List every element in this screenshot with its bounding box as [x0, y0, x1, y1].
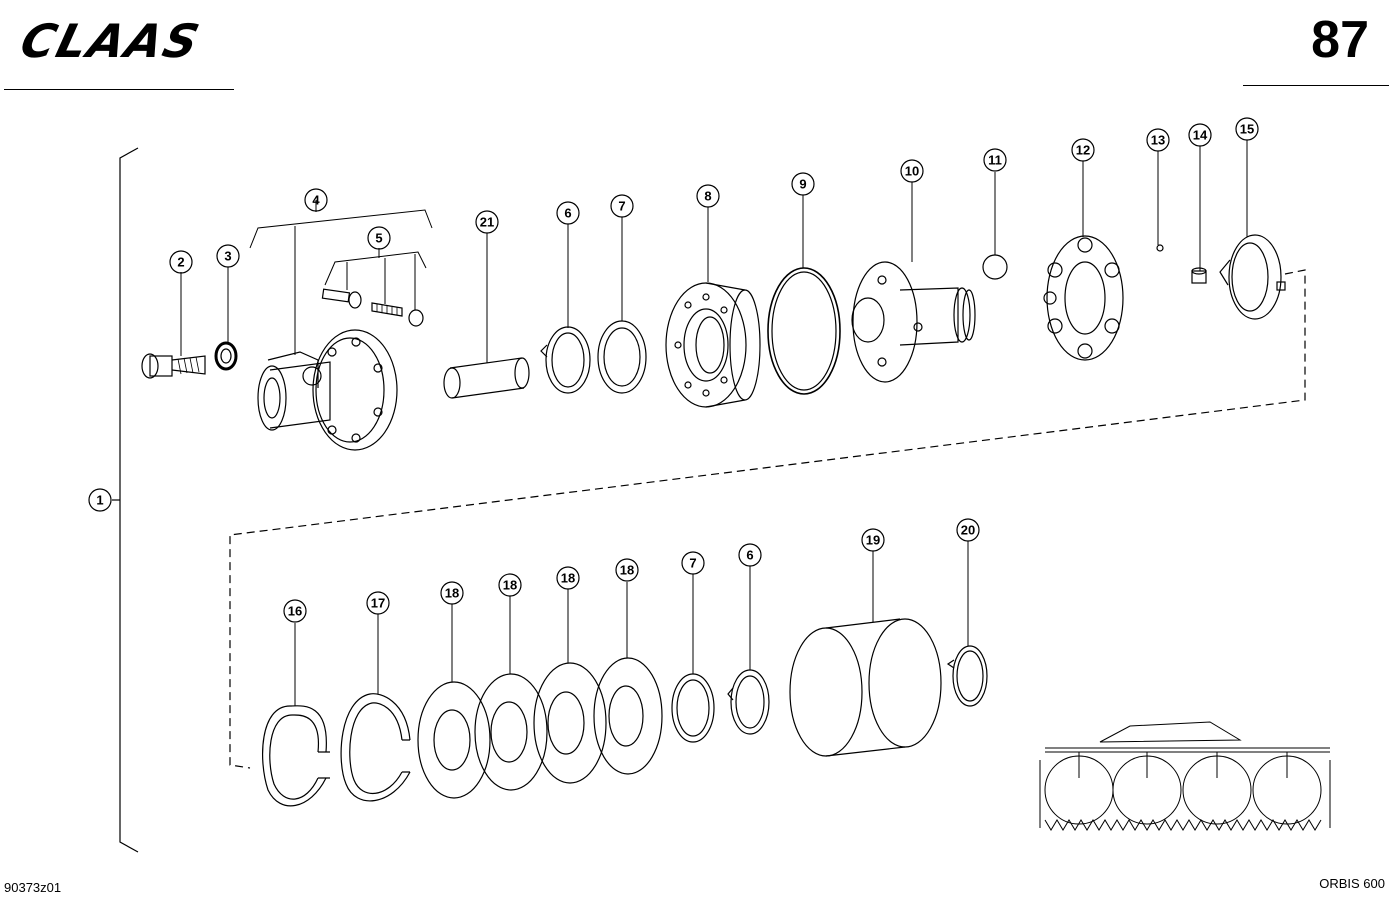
callout-3: 3: [224, 249, 231, 264]
callout-17: 17: [371, 596, 385, 611]
cap-screw-part: [141, 353, 206, 379]
callout-12: 12: [1076, 143, 1090, 158]
page-number: 87: [1311, 11, 1369, 69]
drawing-code: 90373z01: [4, 880, 62, 895]
roller-pin-part: [443, 357, 530, 399]
split-ring-part-17: [340, 693, 411, 802]
header-rule-right: [1243, 85, 1389, 86]
callout-18-a: 18: [445, 586, 459, 601]
callout-5: 5: [375, 231, 382, 246]
lock-washer-part: [214, 341, 238, 371]
callout-2: 2: [177, 255, 184, 270]
callout-labels: 1 2 3 4 5 21 6 7 8 9 10 11 12 13 14 15 1…: [96, 122, 1254, 619]
callout-6-bottom: 6: [746, 548, 753, 563]
callout-14: 14: [1193, 128, 1208, 143]
splined-hub-part: [257, 329, 398, 451]
ball-bearing-part: [1043, 235, 1124, 361]
circlip-part-top: [540, 326, 591, 394]
cap-part: [1219, 234, 1286, 320]
ring-part-top: [597, 320, 647, 394]
pin-set-part: [321, 288, 424, 327]
callout-circles: [88, 117, 1259, 623]
callout-7-top: 7: [618, 199, 625, 214]
leader-lines: [180, 140, 1248, 706]
machine-overview-thumbnail: [1039, 721, 1331, 831]
small-ball-part: [1156, 244, 1164, 252]
callout-19: 19: [866, 533, 880, 548]
circlip-part-bottom: [727, 669, 770, 735]
callout-4: 4: [312, 193, 320, 208]
callout-18-d: 18: [620, 563, 634, 578]
callout-8: 8: [704, 189, 711, 204]
shim-disc-part-3: [533, 662, 607, 784]
callout-7-bottom: 7: [689, 556, 696, 571]
shim-disc-part-4: [593, 657, 663, 775]
callout-10: 10: [905, 164, 919, 179]
dashed-connector: [229, 269, 1306, 769]
o-ring-part: [767, 267, 841, 395]
split-ring-part-16: [262, 705, 330, 807]
callout-6-top: 6: [564, 206, 571, 221]
machine-model: ORBIS 600: [1319, 876, 1385, 891]
callout-18-b: 18: [503, 578, 517, 593]
cylinder-sleeve-part: [789, 618, 942, 757]
shim-disc-part-1: [417, 681, 491, 799]
bearing-housing-part: [665, 282, 761, 408]
flanged-shaft-part: [851, 261, 976, 383]
callout-9: 9: [799, 177, 806, 192]
callout-11: 11: [988, 153, 1002, 168]
callout-21: 21: [480, 215, 494, 230]
callout-1: 1: [96, 493, 103, 508]
callout-16: 16: [288, 604, 302, 619]
callout-18-c: 18: [561, 571, 575, 586]
shim-disc-part-2: [474, 673, 548, 791]
callout-13: 13: [1151, 133, 1165, 148]
callout-20: 20: [961, 523, 975, 538]
nipple-part: [1191, 267, 1207, 284]
ring-part-bottom: [671, 673, 715, 743]
assembly-bracket: [112, 147, 139, 853]
ball-part: [982, 254, 1008, 280]
header-rule-left: [4, 89, 234, 90]
snap-ring-part: [946, 645, 988, 707]
callout-15: 15: [1240, 122, 1254, 137]
